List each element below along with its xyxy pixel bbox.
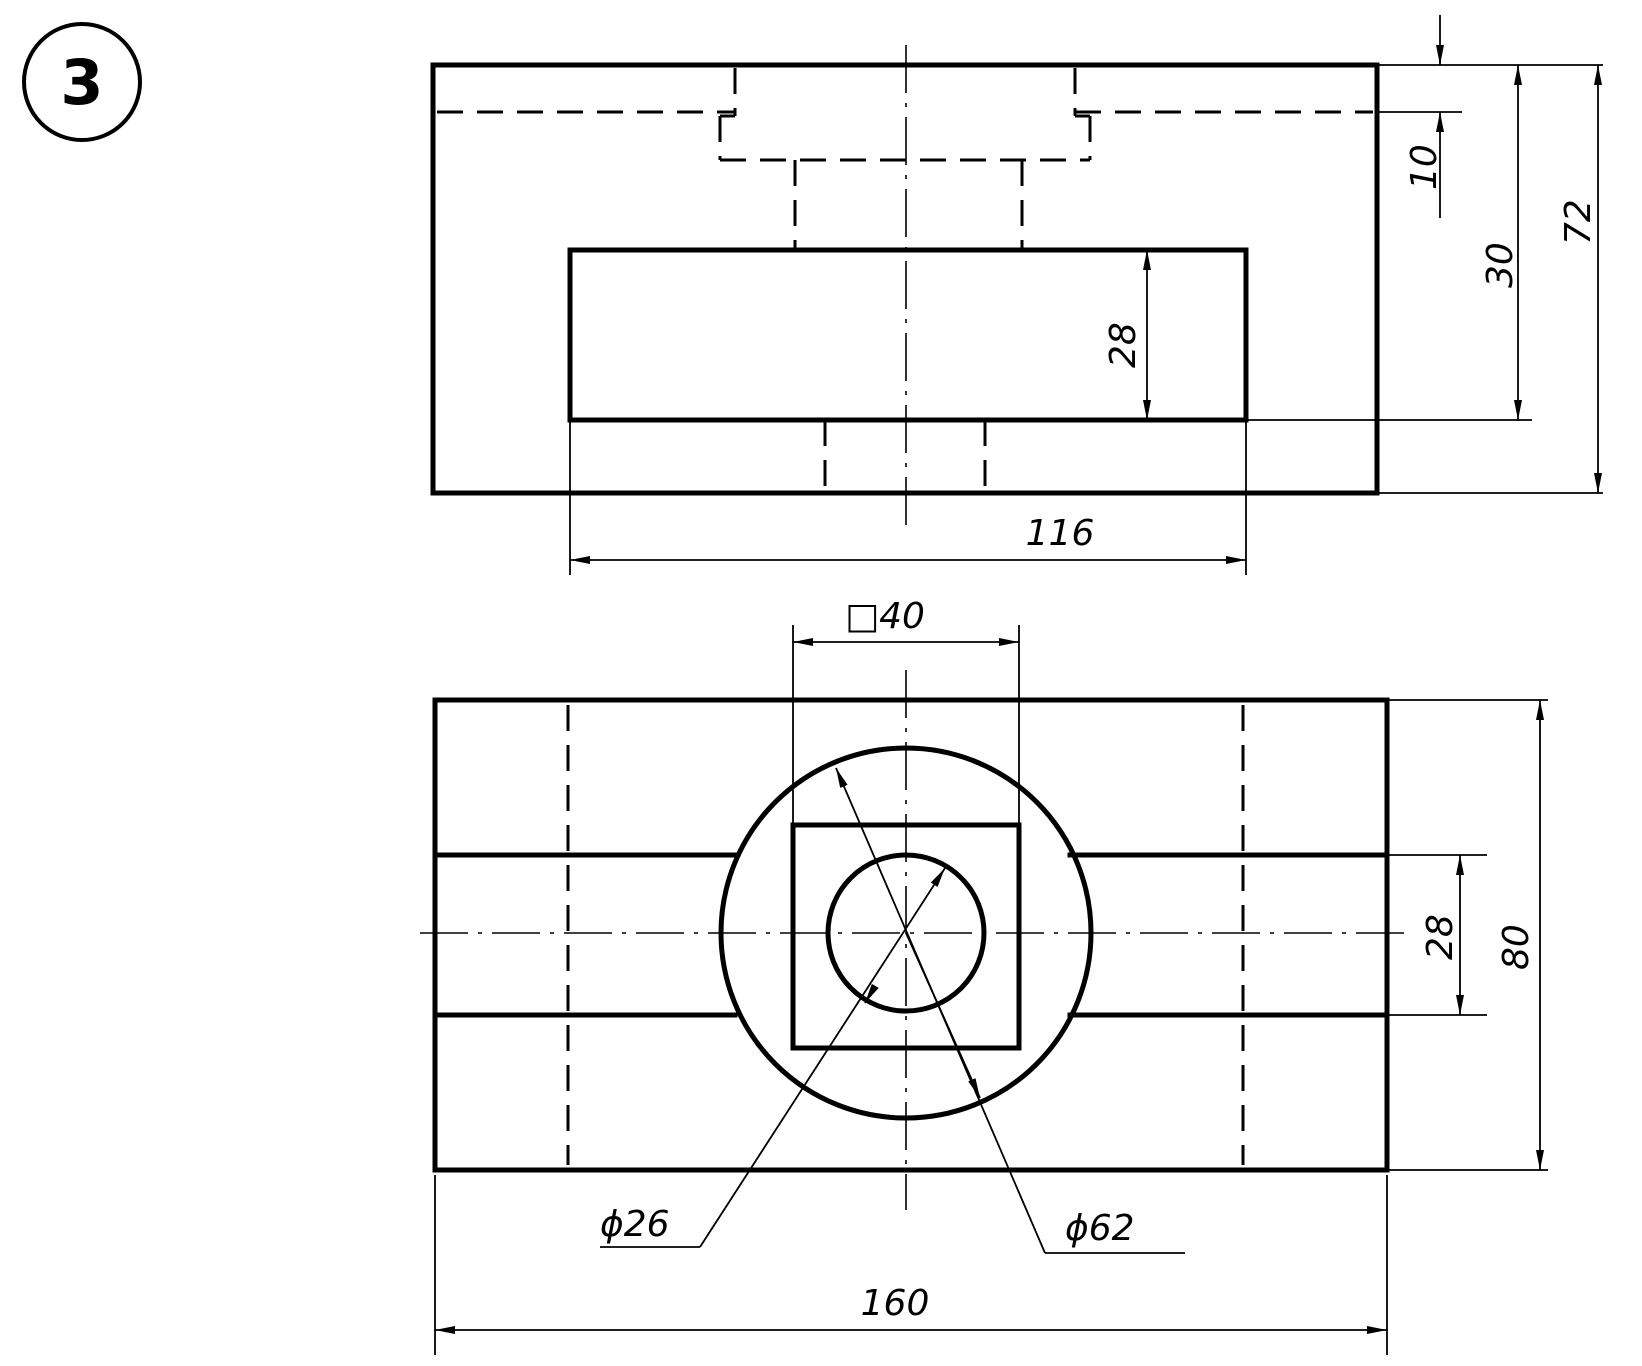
- dim-phi-26-label: ϕ26: [600, 1204, 670, 1245]
- dim-square-40: □40: [793, 596, 1019, 646]
- dim-80-label: 80: [1496, 924, 1537, 970]
- dim-116-label: 116: [1026, 513, 1095, 554]
- dim-160-label: 160: [861, 1283, 930, 1324]
- dim-72-label: 72: [1558, 199, 1599, 245]
- top-view: □40 28 80 ϕ26 ϕ62 160: [420, 596, 1548, 1355]
- dim-10-label: 10: [1404, 144, 1445, 190]
- dim-10: 10: [1404, 15, 1445, 218]
- dim-30-label: 30: [1480, 242, 1521, 288]
- dim-80: 80: [1496, 700, 1544, 1170]
- dim-28-top: 28: [1420, 855, 1464, 1015]
- dim-30: 30: [1480, 65, 1522, 420]
- front-view-outline: [430, 62, 1380, 496]
- dim-28-front-label: 28: [1103, 322, 1144, 368]
- front-view-slot: [567, 247, 1249, 423]
- dim-square-40-label: □40: [845, 596, 925, 637]
- dim-28-top-label: 28: [1420, 914, 1461, 960]
- dim-116: 116: [570, 513, 1246, 564]
- dim-phi-62-label: ϕ62: [1065, 1208, 1135, 1249]
- top-view-outline: [432, 697, 1390, 1173]
- front-view: 10 30 72 28 116: [430, 15, 1603, 575]
- dim-phi-62: ϕ62: [835, 767, 1185, 1254]
- dim-28-front: 28: [1103, 250, 1151, 420]
- dim-phi-26: ϕ26: [600, 867, 946, 1248]
- figure-number: 3: [60, 46, 103, 119]
- dim-160: 160: [435, 1283, 1387, 1334]
- front-view-hidden-lines: [437, 68, 1373, 493]
- figure-number-badge: 3: [22, 22, 142, 142]
- dim-72: 72: [1558, 65, 1602, 493]
